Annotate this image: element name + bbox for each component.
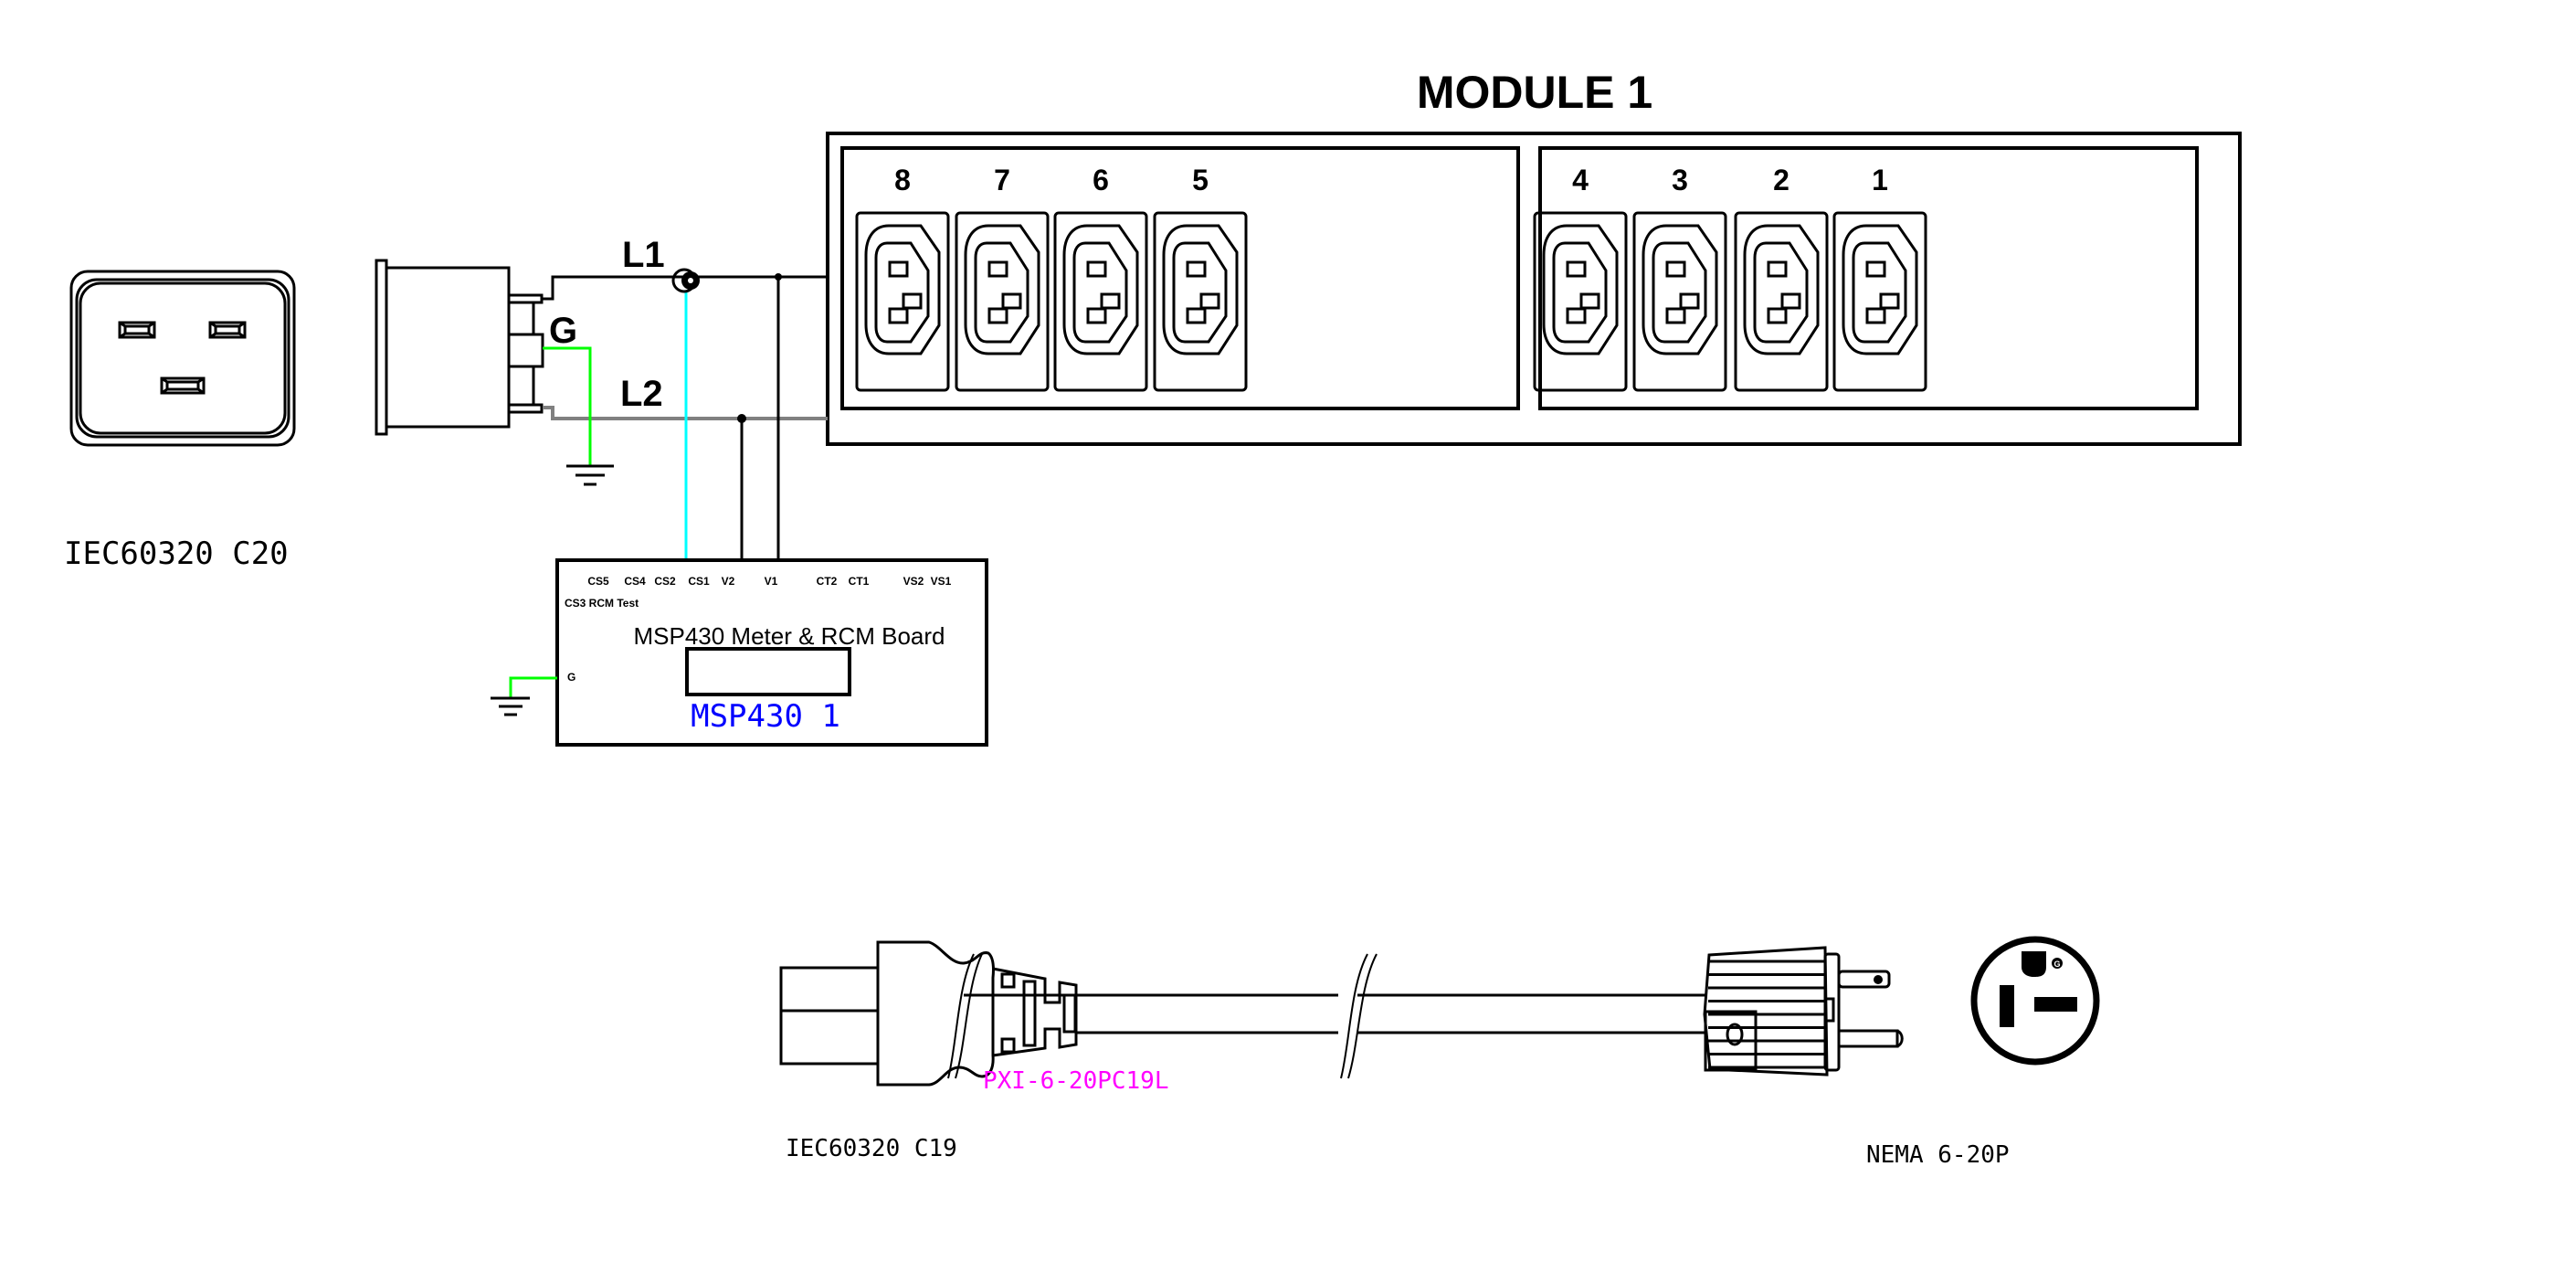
outlet: 1 bbox=[1832, 164, 1927, 392]
outlets: 8 7 6 5 4 3 2 1 bbox=[855, 164, 1927, 392]
meter-board: CS5 CS4 CS2 CS1 V2 V1 CT2 CT1 VS2 VS1 CS3 RCM Tes… bbox=[491, 558, 988, 747]
board-pin-label: VS2 bbox=[903, 575, 924, 588]
module-title: MODULE 1 bbox=[1417, 67, 1652, 118]
cord-break-icon bbox=[947, 953, 1378, 1079]
outlet-number: 7 bbox=[994, 164, 1010, 196]
inlet-connector-label: IEC60320 C20 bbox=[64, 536, 289, 572]
board-pin-label: CS1 bbox=[688, 575, 710, 588]
outlet: 3 bbox=[1632, 164, 1727, 392]
nema-6-20p-plug-icon bbox=[1703, 946, 1904, 1076]
iec-c20-inlet-icon bbox=[69, 270, 296, 447]
board-display-icon bbox=[685, 647, 851, 696]
iec-c13-outlet-icon bbox=[1734, 211, 1829, 392]
board-pin-rcm: CS3 RCM Test bbox=[565, 597, 639, 610]
board-pin-label: V2 bbox=[722, 575, 735, 588]
connector-b-label: NEMA 6-20P bbox=[1866, 1141, 2010, 1169]
iec-c13-outlet-icon bbox=[1533, 211, 1628, 392]
outlet-number: 4 bbox=[1572, 164, 1589, 196]
iec-c13-outlet-icon bbox=[955, 211, 1050, 392]
c20-pin-slot bbox=[118, 321, 156, 339]
module-enclosure bbox=[826, 132, 2242, 446]
board-pin-label: V1 bbox=[765, 575, 778, 588]
inlet-body-icon bbox=[375, 259, 544, 436]
board-id-label: MSP430 1 bbox=[691, 698, 840, 735]
nema-face-ground-label: G bbox=[2053, 960, 2060, 969]
iec-c13-outlet-icon bbox=[1832, 211, 1927, 392]
outlet-number: 3 bbox=[1672, 164, 1688, 196]
outlet: 7 bbox=[955, 164, 1050, 392]
board-pin-label: VS1 bbox=[931, 575, 952, 588]
outlet: 4 bbox=[1533, 164, 1628, 392]
outlet-number: 5 bbox=[1192, 164, 1209, 196]
iec-c13-outlet-icon bbox=[855, 211, 950, 392]
board-pin-label: CS4 bbox=[624, 575, 646, 588]
wire-label-l2: L2 bbox=[620, 374, 663, 414]
iec-c13-outlet-icon bbox=[1153, 211, 1248, 392]
iec-c19-connector-icon bbox=[779, 940, 1078, 1087]
board-title: MSP430 Meter & RCM Board bbox=[633, 622, 945, 650]
wire-label-g: G bbox=[549, 311, 577, 351]
wiring: L1 G L2 bbox=[542, 235, 828, 560]
board-pin-label: CT1 bbox=[849, 575, 870, 588]
iec-c13-outlet-icon bbox=[1632, 211, 1727, 392]
board-pins: CS5 CS4 CS2 CS1 V2 V1 CT2 CT1 VS2 VS1 bbox=[587, 575, 951, 588]
outlet-number: 6 bbox=[1093, 164, 1109, 196]
outlet-number: 2 bbox=[1773, 164, 1789, 196]
board-pin-label: CT2 bbox=[817, 575, 838, 588]
ground-symbol-icon bbox=[566, 464, 614, 486]
power-cord bbox=[779, 940, 1904, 1087]
junction-dot bbox=[737, 414, 746, 423]
wire-ground bbox=[543, 346, 592, 465]
junction-dot bbox=[775, 273, 782, 281]
iec-c13-outlet-icon bbox=[1053, 211, 1148, 392]
outlet-number: 1 bbox=[1872, 164, 1888, 196]
current-transformer-icon bbox=[671, 268, 700, 293]
outlet-number: 8 bbox=[894, 164, 911, 196]
wire-label-l1: L1 bbox=[622, 235, 665, 275]
plug-grip-ribs bbox=[1708, 960, 1825, 1069]
wire-board-ground bbox=[509, 676, 557, 697]
board-pin-label: CS2 bbox=[654, 575, 676, 588]
outlet: 6 bbox=[1053, 164, 1148, 392]
outlet: 5 bbox=[1153, 164, 1248, 392]
outlet-group-right bbox=[1538, 146, 2199, 410]
board-pin-ground: G bbox=[567, 671, 575, 684]
wire-l2 bbox=[543, 406, 828, 420]
outlet: 2 bbox=[1734, 164, 1829, 392]
ground-symbol-icon bbox=[491, 696, 530, 716]
c20-ground-slot bbox=[160, 376, 206, 395]
nema-6-20p-face-icon: G bbox=[1970, 936, 2100, 1066]
c20-pin-slot bbox=[208, 321, 247, 339]
connector-a-label: IEC60320 C19 bbox=[786, 1135, 957, 1162]
board-pin-label: CS5 bbox=[587, 575, 609, 588]
outlet: 8 bbox=[855, 164, 950, 392]
cord-part-number: PXI-6-20PC19L bbox=[983, 1067, 1169, 1095]
outlet-group-left bbox=[840, 146, 1520, 410]
